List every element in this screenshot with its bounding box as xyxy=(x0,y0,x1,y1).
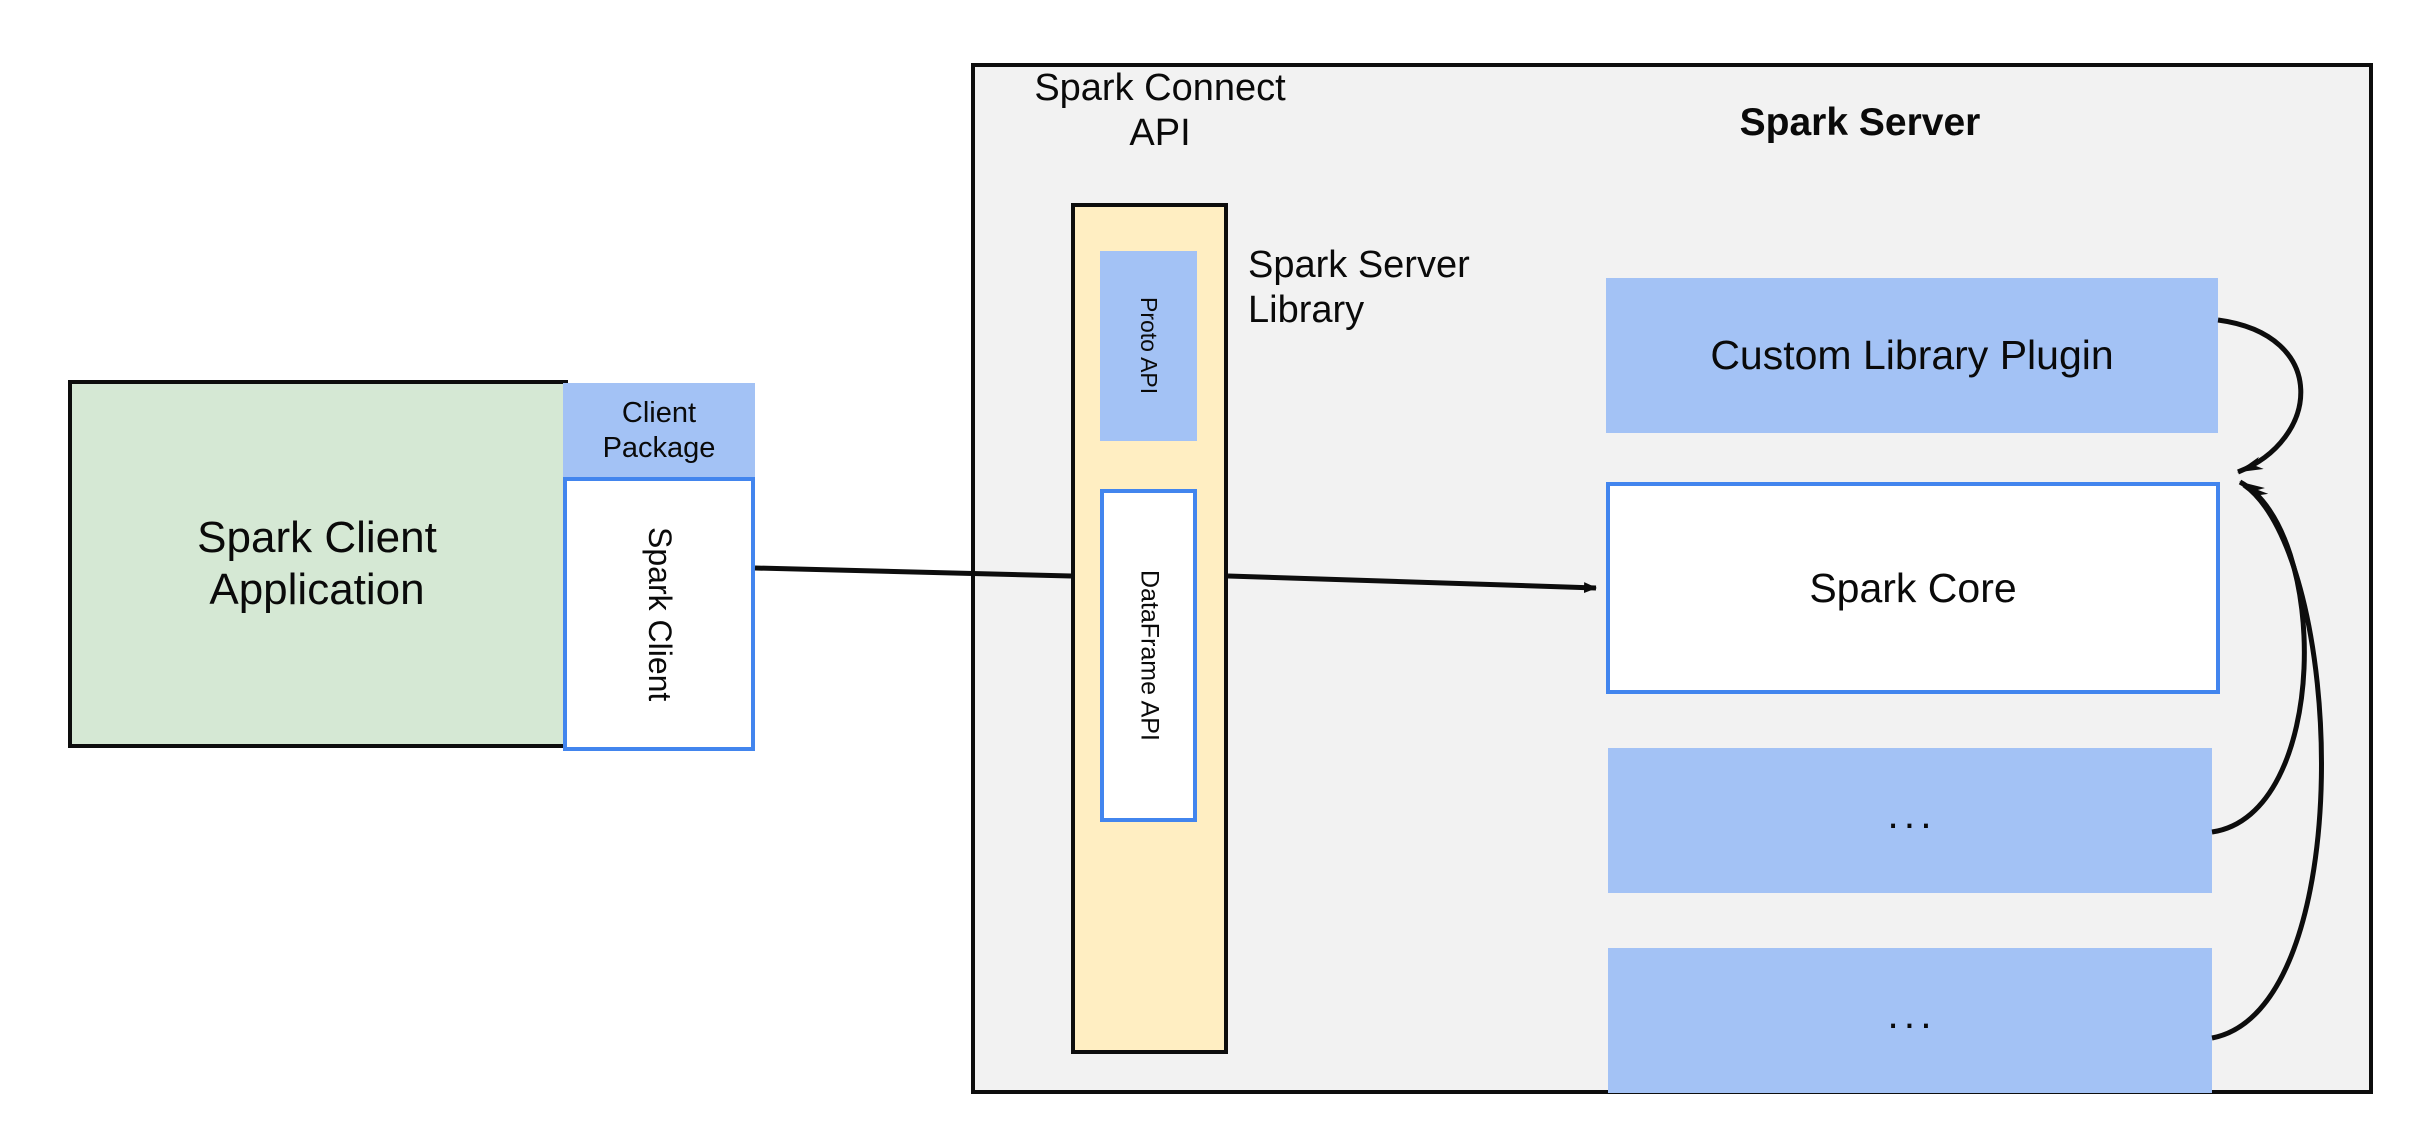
ellipsis-label-1: ... xyxy=(1887,791,1937,838)
custom-library-plugin-box[interactable]: Custom Library Plugin xyxy=(1606,278,2218,433)
spark-client-label: Spark Client xyxy=(641,526,678,702)
spark-connect-api-label: Spark Connect API xyxy=(1034,67,1286,154)
spark-core-box[interactable]: Spark Core xyxy=(1606,482,2220,694)
dataframe-api-box[interactable]: DataFrame API xyxy=(1100,489,1197,822)
additional-component-box-1[interactable]: ... xyxy=(1608,748,2212,893)
dataframe-api-label: DataFrame API xyxy=(1135,570,1164,741)
spark-server-library-label: Spark Server Library xyxy=(1248,244,1470,331)
additional-component-box-2[interactable]: ... xyxy=(1608,948,2212,1093)
client-package-box[interactable]: Client Package xyxy=(563,383,755,478)
client-package-label: Client Package xyxy=(602,397,716,464)
proto-api-label: Proto API xyxy=(1136,297,1163,395)
custom-library-plugin-label: Custom Library Plugin xyxy=(1710,332,2114,379)
ellipsis-label-2: ... xyxy=(1887,991,1937,1038)
spark-client-application-box[interactable]: Spark Client Application xyxy=(68,380,568,748)
spark-client-application-label: Spark Client Application xyxy=(197,513,437,614)
spark-server-title: Spark Server xyxy=(1739,100,1981,144)
spark-core-label: Spark Core xyxy=(1809,564,2017,611)
proto-api-box[interactable]: Proto API xyxy=(1100,251,1197,441)
spark-client-box[interactable]: Spark Client xyxy=(563,477,755,751)
